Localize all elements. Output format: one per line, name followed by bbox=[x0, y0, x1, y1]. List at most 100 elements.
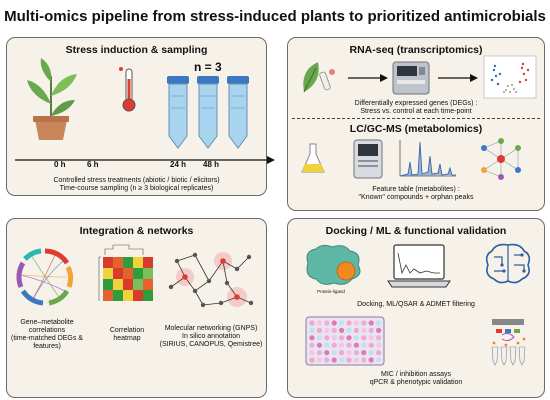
plate-well bbox=[316, 335, 322, 341]
page-title: Multi-omics pipeline from stress-induced… bbox=[4, 8, 546, 25]
protein-ligand-label: Protein-ligand bbox=[317, 289, 345, 294]
assay-caption-2: qPCR & phenotypic validation bbox=[369, 379, 463, 386]
metabolite-network-icon bbox=[481, 138, 521, 180]
plate-well bbox=[324, 342, 330, 348]
sample-tubes-icon bbox=[167, 76, 249, 149]
corr-caption-1: Gene–metabolite bbox=[20, 319, 74, 326]
molecular-network-icon bbox=[168, 252, 254, 308]
stress-panel-title: Stress induction & sampling bbox=[65, 44, 208, 56]
plate-well bbox=[324, 350, 330, 356]
plate-well bbox=[368, 327, 374, 333]
net-caption-1: Molecular networking (GNPS) bbox=[164, 325, 258, 332]
timepoint-6h: 6 h bbox=[87, 160, 99, 169]
plate-well bbox=[331, 357, 337, 363]
lcms-caption-1: Feature table (metabolites) : bbox=[372, 186, 460, 193]
stress-caption-2: Time-course sampling (n ≥ 3 biological r… bbox=[59, 185, 214, 192]
integration-panel: Integration & networks bbox=[6, 218, 267, 398]
net-caption-2: In silico annotation bbox=[182, 333, 240, 340]
plate-well bbox=[316, 342, 322, 348]
plate-well bbox=[353, 320, 359, 326]
plate-well bbox=[346, 357, 352, 363]
lcms-caption-2: "Known" compounds + orphan peaks bbox=[358, 194, 474, 201]
rnaseq-caption-2: Stress vs. control at each time-point bbox=[360, 108, 472, 115]
plate-well bbox=[346, 350, 352, 356]
plate-well bbox=[353, 350, 359, 356]
plate-well bbox=[316, 350, 322, 356]
plate-well bbox=[316, 327, 322, 333]
plate-well bbox=[346, 335, 352, 341]
plate-well bbox=[331, 335, 337, 341]
plate-well bbox=[331, 350, 337, 356]
plate-well bbox=[353, 357, 359, 363]
plate-well bbox=[361, 320, 367, 326]
heatmap-caption-1: Correlation bbox=[109, 327, 145, 334]
pcr-tubes-icon bbox=[491, 319, 526, 366]
plate-well bbox=[339, 342, 345, 348]
plate-well bbox=[368, 357, 374, 363]
laptop-ml-icon bbox=[387, 244, 451, 288]
arrow-to-sequencer bbox=[348, 74, 388, 82]
plate-well bbox=[309, 335, 315, 341]
plate-well bbox=[316, 357, 322, 363]
volcano-plot-icon bbox=[483, 55, 537, 99]
stress-caption-1: Controlled stress treatments (abiotic / … bbox=[53, 177, 220, 184]
stress-panel: Stress induction & sampling n = 3 bbox=[6, 37, 275, 196]
rnaseq-title: RNA-seq (transcriptomics) bbox=[349, 44, 483, 56]
plate-well bbox=[346, 327, 352, 333]
omics-panel: RNA-seq (transcriptomics) Differentially… bbox=[287, 37, 545, 211]
omics-divider bbox=[292, 118, 540, 119]
plate-well bbox=[316, 320, 322, 326]
lcms-title: LC/GC-MS (metabolomics) bbox=[349, 123, 483, 135]
plate-well bbox=[331, 320, 337, 326]
plate-well bbox=[339, 327, 345, 333]
net-caption-3: (SIRIUS, CANOPUS, Qemistree) bbox=[159, 341, 263, 348]
docking-title: Docking / ML & functional validation bbox=[325, 225, 507, 237]
plate-well bbox=[331, 327, 337, 333]
plate-well bbox=[368, 350, 374, 356]
corr-caption-4: features) bbox=[33, 343, 61, 350]
timepoint-48h: 48 h bbox=[203, 160, 220, 169]
microplate-icon bbox=[305, 316, 385, 366]
plate-well bbox=[339, 335, 345, 341]
plate-well bbox=[324, 357, 330, 363]
rnaseq-caption-1: Differentially expressed genes (DEGs) : bbox=[354, 100, 478, 107]
plate-well bbox=[368, 335, 374, 341]
plate-well bbox=[331, 342, 337, 348]
plate-well bbox=[353, 342, 359, 348]
plate-well bbox=[376, 327, 382, 333]
flask-icon bbox=[301, 143, 325, 173]
correlation-circos-icon bbox=[16, 248, 74, 306]
plate-well bbox=[368, 342, 374, 348]
plate-well bbox=[361, 335, 367, 341]
docking-filter-caption: Docking, ML/QSAR & ADMET filtering bbox=[357, 301, 475, 308]
plate-well bbox=[368, 320, 374, 326]
plate-well bbox=[353, 335, 359, 341]
plate-well bbox=[353, 327, 359, 333]
plate-well bbox=[376, 350, 382, 356]
corr-caption-3: (time-matched DEGs & bbox=[11, 335, 83, 342]
plate-well bbox=[361, 357, 367, 363]
plate-well bbox=[361, 327, 367, 333]
mass-spectrometer-icon bbox=[353, 139, 383, 179]
plate-well bbox=[361, 350, 367, 356]
plate-well bbox=[324, 335, 330, 341]
plate-well bbox=[339, 320, 345, 326]
timepoint-0h: 0 h bbox=[54, 160, 66, 169]
plate-well bbox=[339, 350, 345, 356]
heatmap-caption-2: heatmap bbox=[113, 335, 141, 342]
plate-well bbox=[346, 342, 352, 348]
replicates-label: n = 3 bbox=[194, 60, 222, 74]
chromatogram-icon bbox=[399, 140, 456, 177]
plate-well bbox=[339, 357, 345, 363]
assay-caption-1: MIC / inhibition assays bbox=[380, 371, 452, 378]
plate-well bbox=[309, 350, 315, 356]
docking-panel: Docking / ML & functional validation Pro… bbox=[287, 218, 545, 398]
plate-well bbox=[309, 342, 315, 348]
plate-well bbox=[376, 335, 382, 341]
leaf-sample-icon bbox=[303, 62, 335, 93]
plate-well bbox=[324, 320, 330, 326]
potted-plant-icon bbox=[27, 58, 77, 140]
integration-title: Integration & networks bbox=[79, 225, 194, 237]
protein-ligand-icon bbox=[306, 244, 361, 285]
correlation-heatmap-icon bbox=[98, 244, 153, 301]
